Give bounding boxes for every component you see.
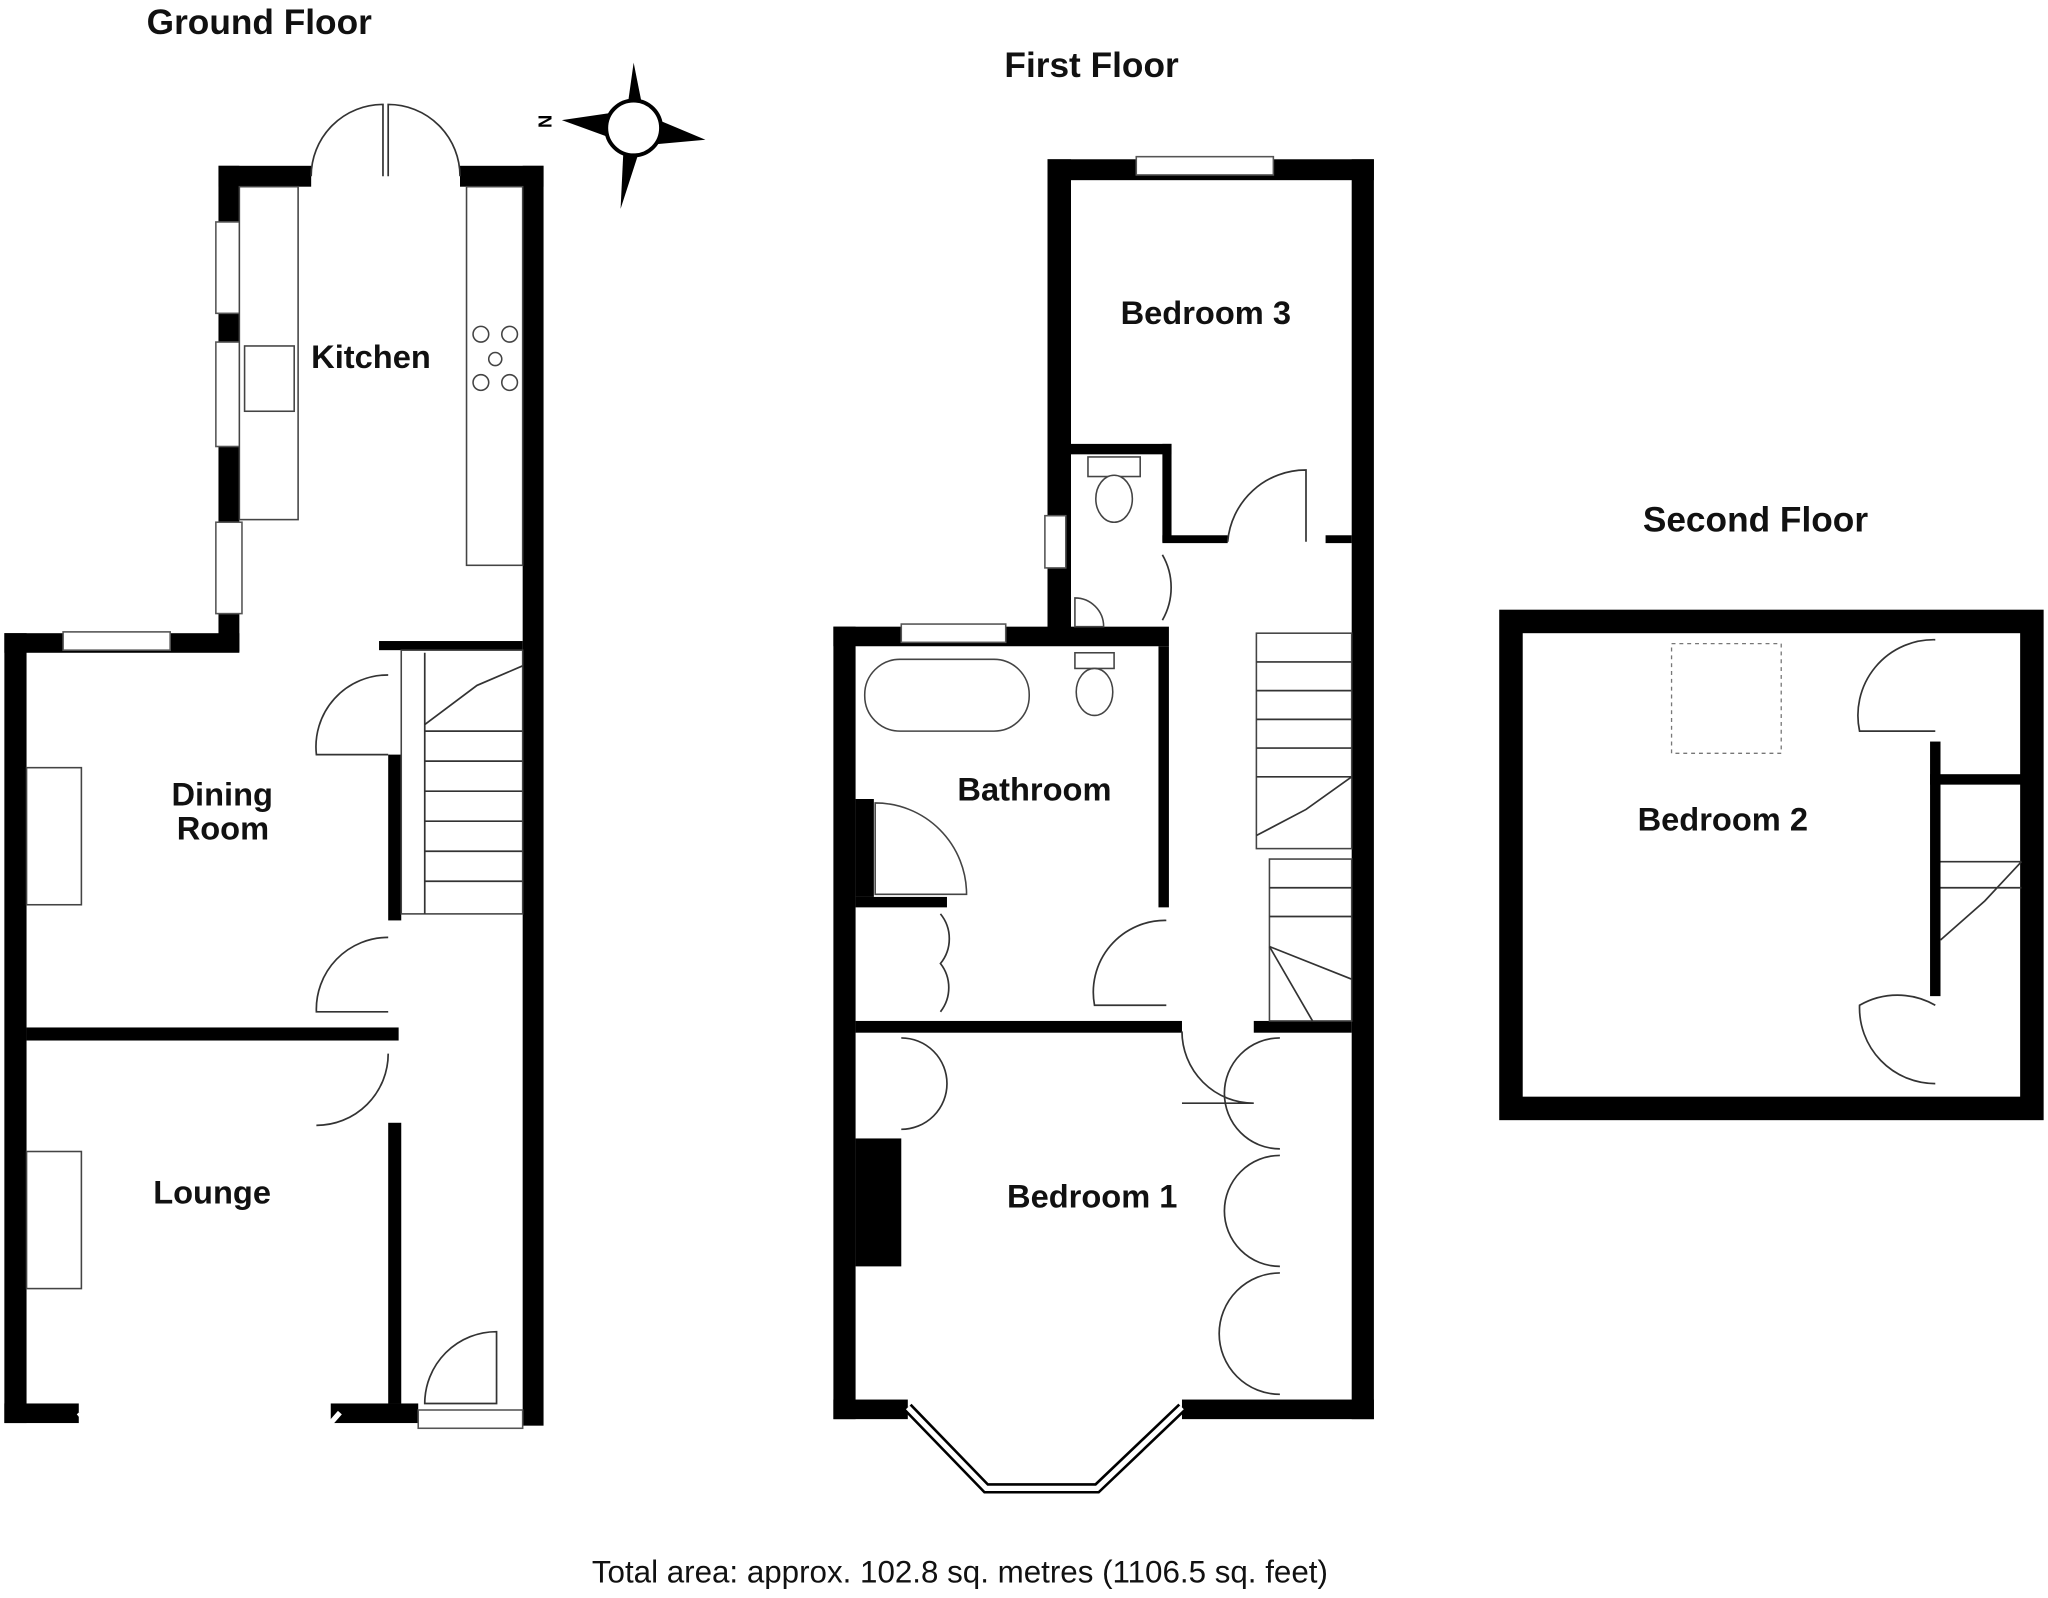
second-floor-plan (1499, 609, 2044, 1121)
room-label-kitchen: Kitchen (311, 338, 431, 375)
room-label-bedroom-2: Bedroom 2 (1638, 800, 1808, 837)
room-label-bedroom-1: Bedroom 1 (1007, 1178, 1177, 1215)
ground-floor-title: Ground Floor (147, 3, 372, 42)
room-label-dining-line1: Dining (171, 776, 272, 813)
compass-north-label: N (534, 115, 555, 128)
first-floor-title: First Floor (1004, 46, 1179, 85)
total-area-text: Total area: approx. 102.8 sq. metres (11… (592, 1554, 1328, 1589)
room-label-bedroom-3: Bedroom 3 (1121, 294, 1291, 331)
second-floor-title: Second Floor (1643, 500, 1868, 539)
first-floor-plan (833, 155, 1374, 1494)
compass-icon: N (534, 62, 706, 209)
room-label-lounge: Lounge (153, 1174, 271, 1211)
room-label-dining-line2: Room (177, 809, 269, 846)
room-label-bathroom: Bathroom (957, 770, 1111, 807)
ground-floor-plan (4, 103, 544, 1504)
